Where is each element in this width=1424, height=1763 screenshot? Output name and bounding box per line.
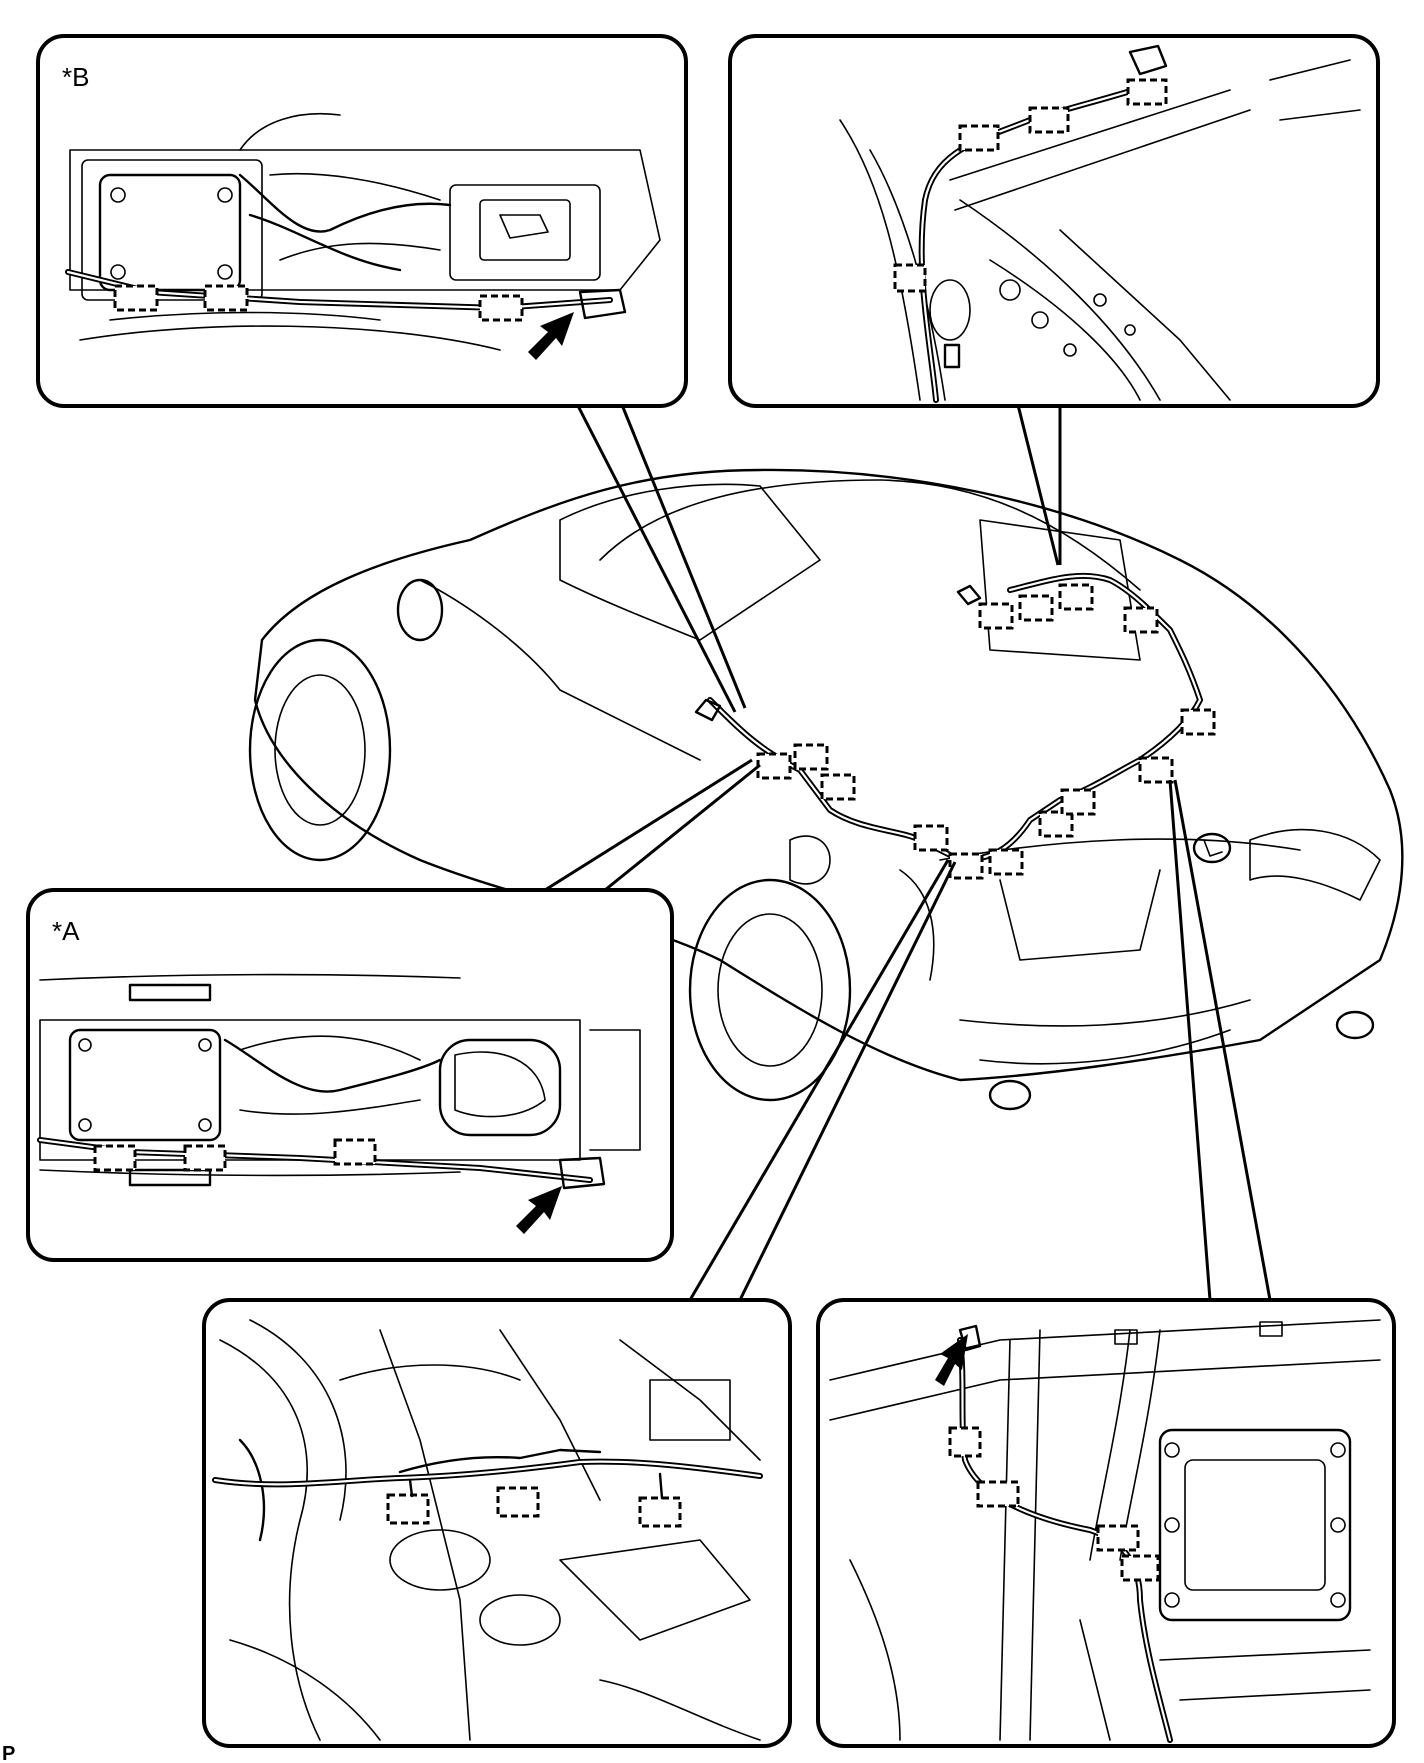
clip-icon bbox=[820, 773, 856, 801]
clip-icon bbox=[1126, 78, 1168, 106]
clip-icon bbox=[913, 824, 949, 852]
clip-icon bbox=[93, 1144, 137, 1172]
panel-middle-left: *A bbox=[26, 888, 674, 1262]
clip-icon bbox=[893, 263, 927, 293]
clip-icon bbox=[1060, 788, 1096, 816]
clip-icon bbox=[496, 1486, 540, 1518]
clip-icon bbox=[333, 1138, 377, 1166]
clip-icon bbox=[1018, 594, 1054, 622]
panel-label: *B bbox=[62, 62, 89, 92]
clip-icon bbox=[988, 848, 1024, 876]
clip-icon bbox=[958, 124, 1000, 152]
clip-icon bbox=[183, 1144, 227, 1172]
clip-icon bbox=[113, 284, 159, 312]
arrow-icon bbox=[528, 312, 574, 360]
clip-icon bbox=[1028, 106, 1070, 134]
clip-icon bbox=[948, 852, 984, 880]
clip-icon bbox=[478, 294, 524, 322]
panel-bottom-left bbox=[202, 1298, 792, 1748]
clip-icon bbox=[793, 743, 829, 771]
clip-icon bbox=[1120, 1554, 1160, 1582]
arrow-icon bbox=[516, 1186, 562, 1234]
panel-top-left: *B bbox=[36, 34, 688, 408]
panel-bottom-right bbox=[816, 1298, 1396, 1748]
clip-icon bbox=[1096, 1524, 1140, 1552]
clip-icon bbox=[1138, 756, 1174, 784]
clip-icon bbox=[978, 602, 1014, 630]
panel-label: *A bbox=[52, 916, 80, 946]
panel-top-right bbox=[728, 34, 1380, 408]
clip-icon bbox=[203, 284, 249, 312]
car-illustration bbox=[248, 468, 1404, 1111]
clip-icon bbox=[638, 1496, 682, 1528]
clip-icon bbox=[976, 1480, 1020, 1508]
clip-icon bbox=[948, 1426, 982, 1458]
clip-icon bbox=[1180, 708, 1216, 736]
clip-icon bbox=[756, 752, 792, 780]
lexus-emblem-icon bbox=[1192, 832, 1232, 864]
clip-icon bbox=[1038, 810, 1074, 838]
leader-lines bbox=[544, 399, 1272, 1301]
footer-code: P bbox=[2, 1743, 15, 1763]
clip-icon bbox=[386, 1493, 430, 1525]
clip-icon bbox=[1123, 606, 1159, 634]
clip-icon bbox=[1058, 583, 1094, 611]
arrow-icon bbox=[935, 1334, 968, 1386]
